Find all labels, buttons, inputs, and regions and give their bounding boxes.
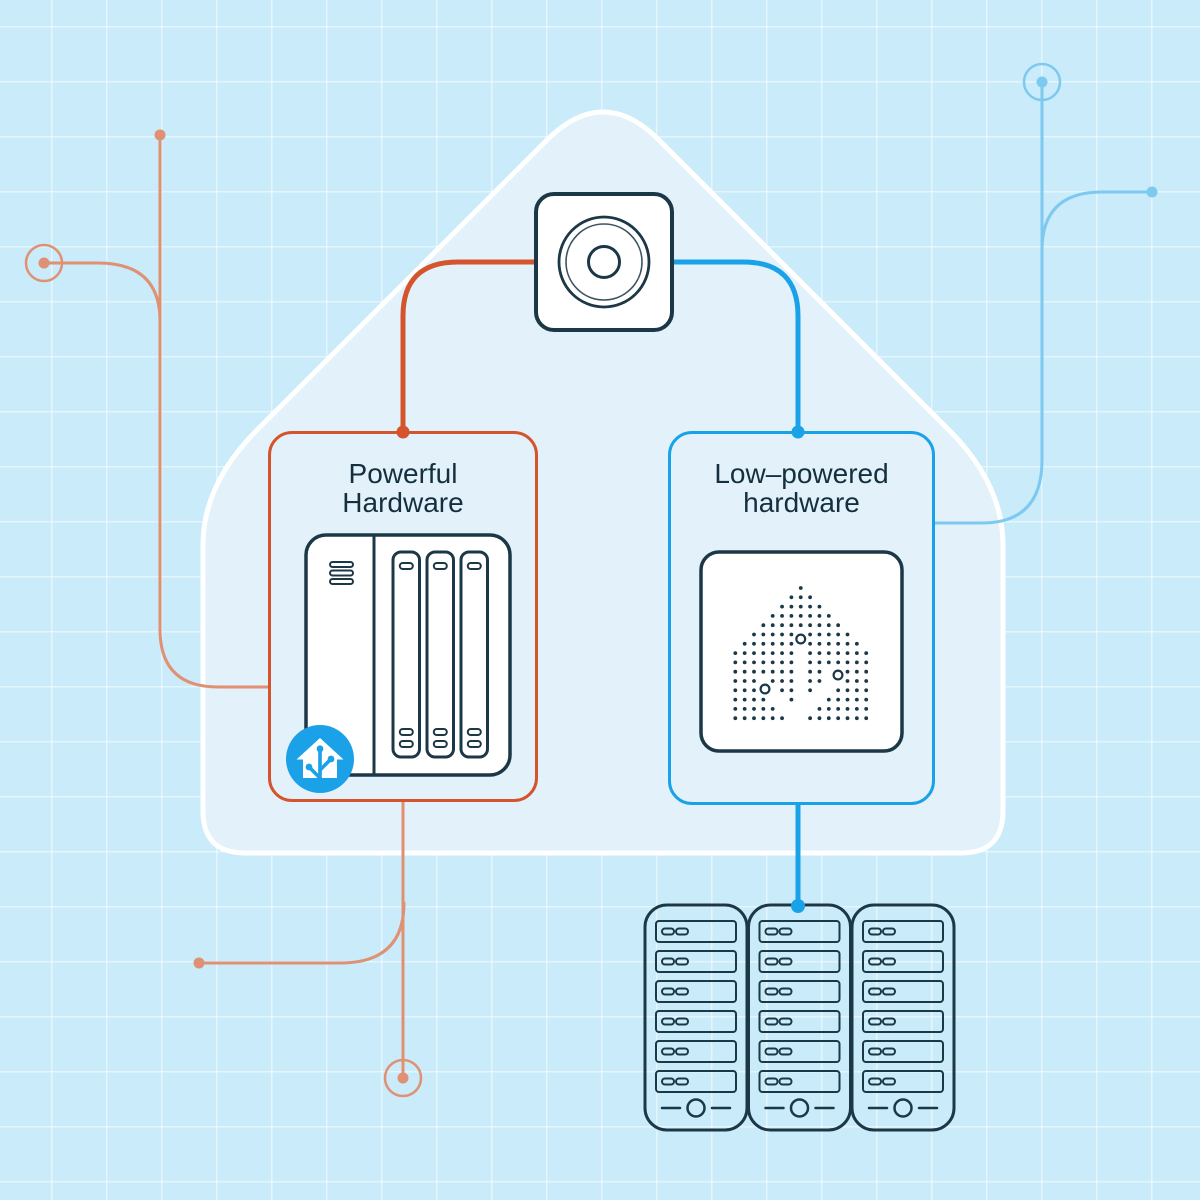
drive-bay (459, 550, 489, 759)
server-rack (850, 903, 956, 1132)
decorative-line-right (933, 62, 1154, 525)
low-powered-hardware-card: Low–powered hardware (668, 431, 935, 805)
decorative-dots-right (1036, 76, 1158, 198)
speaker-device (534, 192, 674, 332)
drive-bay (425, 550, 455, 759)
home-assistant-logo-icon (286, 725, 354, 793)
server-rack (747, 903, 852, 1132)
dot-matrix-house-icon (699, 550, 904, 753)
card-title: Low–powered hardware (714, 458, 889, 518)
server-rack-icon (643, 903, 956, 1132)
powerful-hardware-card: Powerful Hardware (268, 431, 538, 802)
nas-enclosure-icon (304, 533, 512, 777)
smart-speaker-icon (557, 215, 651, 309)
nas-drive-bays (391, 550, 489, 759)
nas-vent-slots (329, 561, 354, 585)
node-ring (795, 633, 807, 645)
drive-bay (391, 550, 421, 759)
node-ring (759, 683, 771, 695)
server-connector-dot (791, 899, 805, 913)
decorative-dots-left (38, 129, 409, 1084)
decorative-line-left (24, 133, 423, 1098)
node-ring (832, 669, 844, 681)
server-rack (643, 903, 749, 1132)
card-title: Powerful Hardware (342, 458, 464, 518)
